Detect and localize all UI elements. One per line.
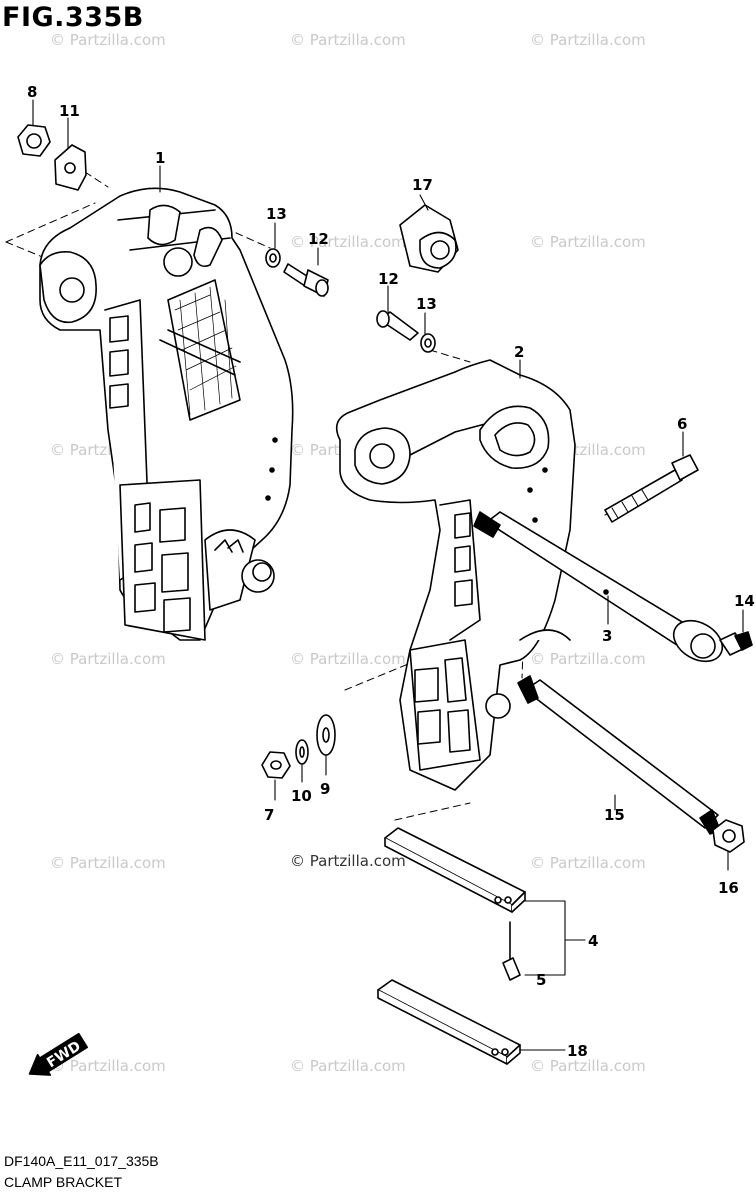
exploded-parts-diagram: © Partzilla.com © Partzilla.com © Partzi… [5, 31, 755, 1076]
part-13-washer [420, 333, 436, 353]
part-13-washer [265, 248, 281, 268]
part-7-nut [261, 751, 291, 779]
callout-17: 17 [412, 176, 433, 194]
callout-7: 7 [264, 806, 274, 824]
part-1-port-clamp-bracket [39, 187, 294, 641]
part-4-anode [384, 827, 526, 913]
part-2-starboard-clamp-bracket [335, 359, 576, 791]
part-12-bolt [376, 310, 419, 341]
callout-2: 2 [514, 343, 524, 361]
callout-10: 10 [291, 787, 312, 805]
callout-6: 6 [677, 415, 687, 433]
part-18-anode [377, 979, 521, 1065]
watermark: © Partzilla.com [50, 31, 166, 49]
part-11-plate [54, 144, 87, 191]
callout-5: 5 [536, 971, 546, 989]
callout-3: 3 [602, 627, 612, 645]
callout-1: 1 [155, 149, 165, 167]
callout-13: 13 [266, 205, 287, 223]
part-17-fitting [399, 204, 459, 273]
callout-13: 13 [416, 295, 437, 313]
part-15-through-bolt [517, 675, 721, 835]
watermark: © Partzilla.com [290, 31, 406, 49]
part-5-screw [502, 921, 521, 981]
part-9-washer [316, 714, 336, 756]
callout-18: 18 [567, 1042, 588, 1060]
callout-11: 11 [59, 102, 80, 120]
part-6-bolt [604, 454, 699, 523]
callout-9: 9 [320, 780, 330, 798]
figure-title: FIG.335B [2, 2, 144, 33]
callout-12: 12 [378, 270, 399, 288]
watermark: © Partzilla.com [530, 233, 646, 251]
callout-numbers: 8 11 1 13 12 17 12 13 2 6 14 3 7 10 9 15… [27, 83, 755, 1060]
watermark: © Partzilla.com [290, 1057, 406, 1075]
watermark: © Partzilla.com [50, 1057, 166, 1075]
watermark: © Partzilla.com [290, 650, 406, 668]
watermark: © Partzilla.com [50, 650, 166, 668]
part-10-washer [295, 739, 309, 765]
watermark: © Partzilla.com [290, 233, 406, 251]
watermark: © Partzilla.com [50, 854, 166, 872]
watermark: © Partzilla.com [530, 1057, 646, 1075]
part-12-bolt [283, 263, 329, 297]
callout-15: 15 [604, 806, 625, 824]
callout-14: 14 [734, 592, 755, 610]
callout-16: 16 [718, 879, 739, 897]
diagram-code: DF140A_E11_017_335B [4, 1153, 159, 1169]
watermark: © Partzilla.com [530, 31, 646, 49]
watermark: © Partzilla.com [530, 854, 646, 872]
watermark: © Partzilla.com [530, 650, 646, 668]
callout-4: 4 [588, 932, 598, 950]
callout-12: 12 [308, 230, 329, 248]
callout-8: 8 [27, 83, 37, 101]
callout-leaders [32, 99, 744, 1051]
diagram-caption: CLAMP BRACKET [4, 1174, 122, 1190]
part-16-nut [712, 819, 745, 853]
part-14-bolt [719, 631, 753, 656]
watermark-center: © Partzilla.com [290, 852, 406, 870]
part-3-tilt-tube [473, 511, 724, 663]
part-8-nut [17, 124, 51, 157]
